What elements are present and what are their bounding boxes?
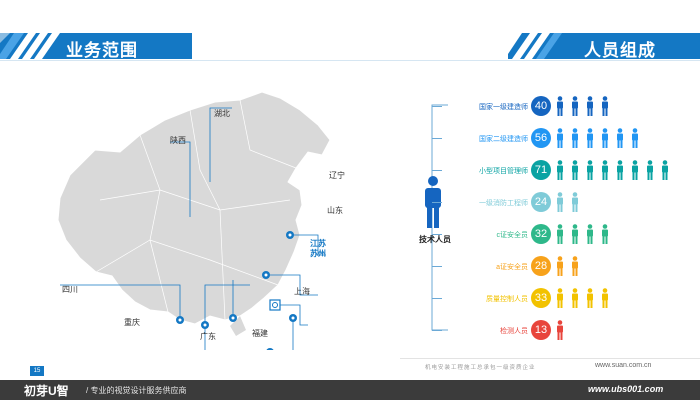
bracket-connector (432, 234, 442, 235)
city-label-shaanxi: 陕西 (170, 136, 186, 145)
footer-qualification-text: 机电安装工程施工总承包一级资质企业 (425, 365, 536, 371)
role-count-badge: 40 (531, 96, 551, 116)
person-icon (647, 160, 653, 180)
header-left-stripes (0, 33, 60, 59)
bracket-connector (432, 202, 442, 203)
person-icon (617, 128, 623, 148)
role-count-badge: 71 (531, 160, 551, 180)
person-icon (572, 256, 578, 276)
bracket-connector (432, 298, 442, 299)
footer-divider (400, 358, 700, 359)
map-pins (176, 231, 297, 350)
person-icon (602, 288, 608, 308)
bracket-connector (432, 266, 442, 267)
person-icon (662, 160, 668, 180)
role-count-badge: 56 (531, 128, 551, 148)
person-icon (602, 160, 608, 180)
person-icon (587, 160, 593, 180)
bracket-connector (432, 330, 442, 331)
china-map (57, 91, 331, 350)
group-label-technical-staff: 技术人员 (419, 235, 451, 244)
person-icon (557, 224, 563, 244)
city-label-hubei: 湖北 (214, 109, 230, 118)
role-label: 国家一级建造师 (479, 104, 528, 111)
person-icon (557, 160, 563, 180)
role-count-badge: 28 (531, 256, 551, 276)
person-icon (557, 320, 563, 340)
person-icon (587, 288, 593, 308)
person-large-icon (425, 176, 441, 228)
header-divider (0, 60, 700, 61)
person-icon (557, 288, 563, 308)
bracket-connector (432, 106, 442, 107)
brand-logo: 初芽U智 (24, 384, 69, 398)
pin-icon (262, 271, 270, 279)
person-icon (587, 96, 593, 116)
role-count-badge: 24 (531, 192, 551, 212)
person-icon (632, 160, 638, 180)
city-label-shanghai: 上海 (294, 287, 310, 296)
person-icon (602, 96, 608, 116)
pin-icon (266, 348, 274, 350)
bottom-bar (0, 380, 700, 400)
city-label-guangdong: 广东 (200, 332, 216, 341)
footer-url-bottom[interactable]: www.ubs001.com (588, 384, 664, 394)
bracket-connector (432, 138, 442, 139)
person-icon (587, 224, 593, 244)
person-icon (587, 128, 593, 148)
person-icon (602, 128, 608, 148)
role-label: 检测人员 (500, 328, 528, 335)
person-icon (617, 160, 623, 180)
role-label: 质量控制人员 (486, 296, 528, 303)
city-label-suzhou: 苏州 (310, 249, 326, 258)
person-icon (602, 224, 608, 244)
china-map-shape (57, 91, 331, 325)
pin-icon (286, 231, 294, 239)
pin-icon (289, 314, 297, 322)
person-icon (572, 224, 578, 244)
bracket-connector (432, 170, 442, 171)
city-label-sichuan: 四川 (62, 285, 78, 294)
role-label: 国家二级建造师 (479, 136, 528, 143)
role-label: 小型项目管理师 (479, 168, 528, 175)
city-label-chongqing: 重庆 (124, 318, 140, 327)
role-count-badge: 13 (531, 320, 551, 340)
person-icon (632, 128, 638, 148)
pin-icon (229, 314, 237, 322)
role-label: a证安全员 (496, 264, 528, 271)
person-icon (557, 256, 563, 276)
person-icon (572, 288, 578, 308)
footer-url-top[interactable]: www.suan.com.cn (595, 362, 652, 369)
section-title-staff-composition: 人员组成 (584, 41, 656, 60)
person-icon (572, 192, 578, 212)
person-icon (572, 96, 578, 116)
person-icon (572, 128, 578, 148)
city-label-liaoning: 辽宁 (329, 171, 345, 180)
city-label-jiangsu: 江苏 (310, 239, 326, 248)
city-label-fujian: 福建 (252, 329, 268, 338)
page-number: 15 (30, 366, 44, 376)
pin-icon (176, 316, 184, 324)
section-title-business-scope: 业务范围 (66, 41, 138, 60)
role-count-badge: 33 (531, 288, 551, 308)
target-pin-icon (269, 299, 281, 311)
callout-lines (60, 107, 326, 350)
header-right-stripes (508, 33, 562, 59)
person-icon (572, 160, 578, 180)
pin-icon (201, 321, 209, 329)
person-icon (557, 96, 563, 116)
brand-slogan: / 专业的视觉设计服务供应商 (86, 386, 187, 395)
person-icon (557, 192, 563, 212)
city-label-shandong: 山东 (327, 206, 343, 215)
role-count-badge: 32 (531, 224, 551, 244)
role-label: c证安全员 (496, 232, 529, 239)
role-label: 一级消防工程师 (479, 200, 528, 207)
person-icon (557, 128, 563, 148)
